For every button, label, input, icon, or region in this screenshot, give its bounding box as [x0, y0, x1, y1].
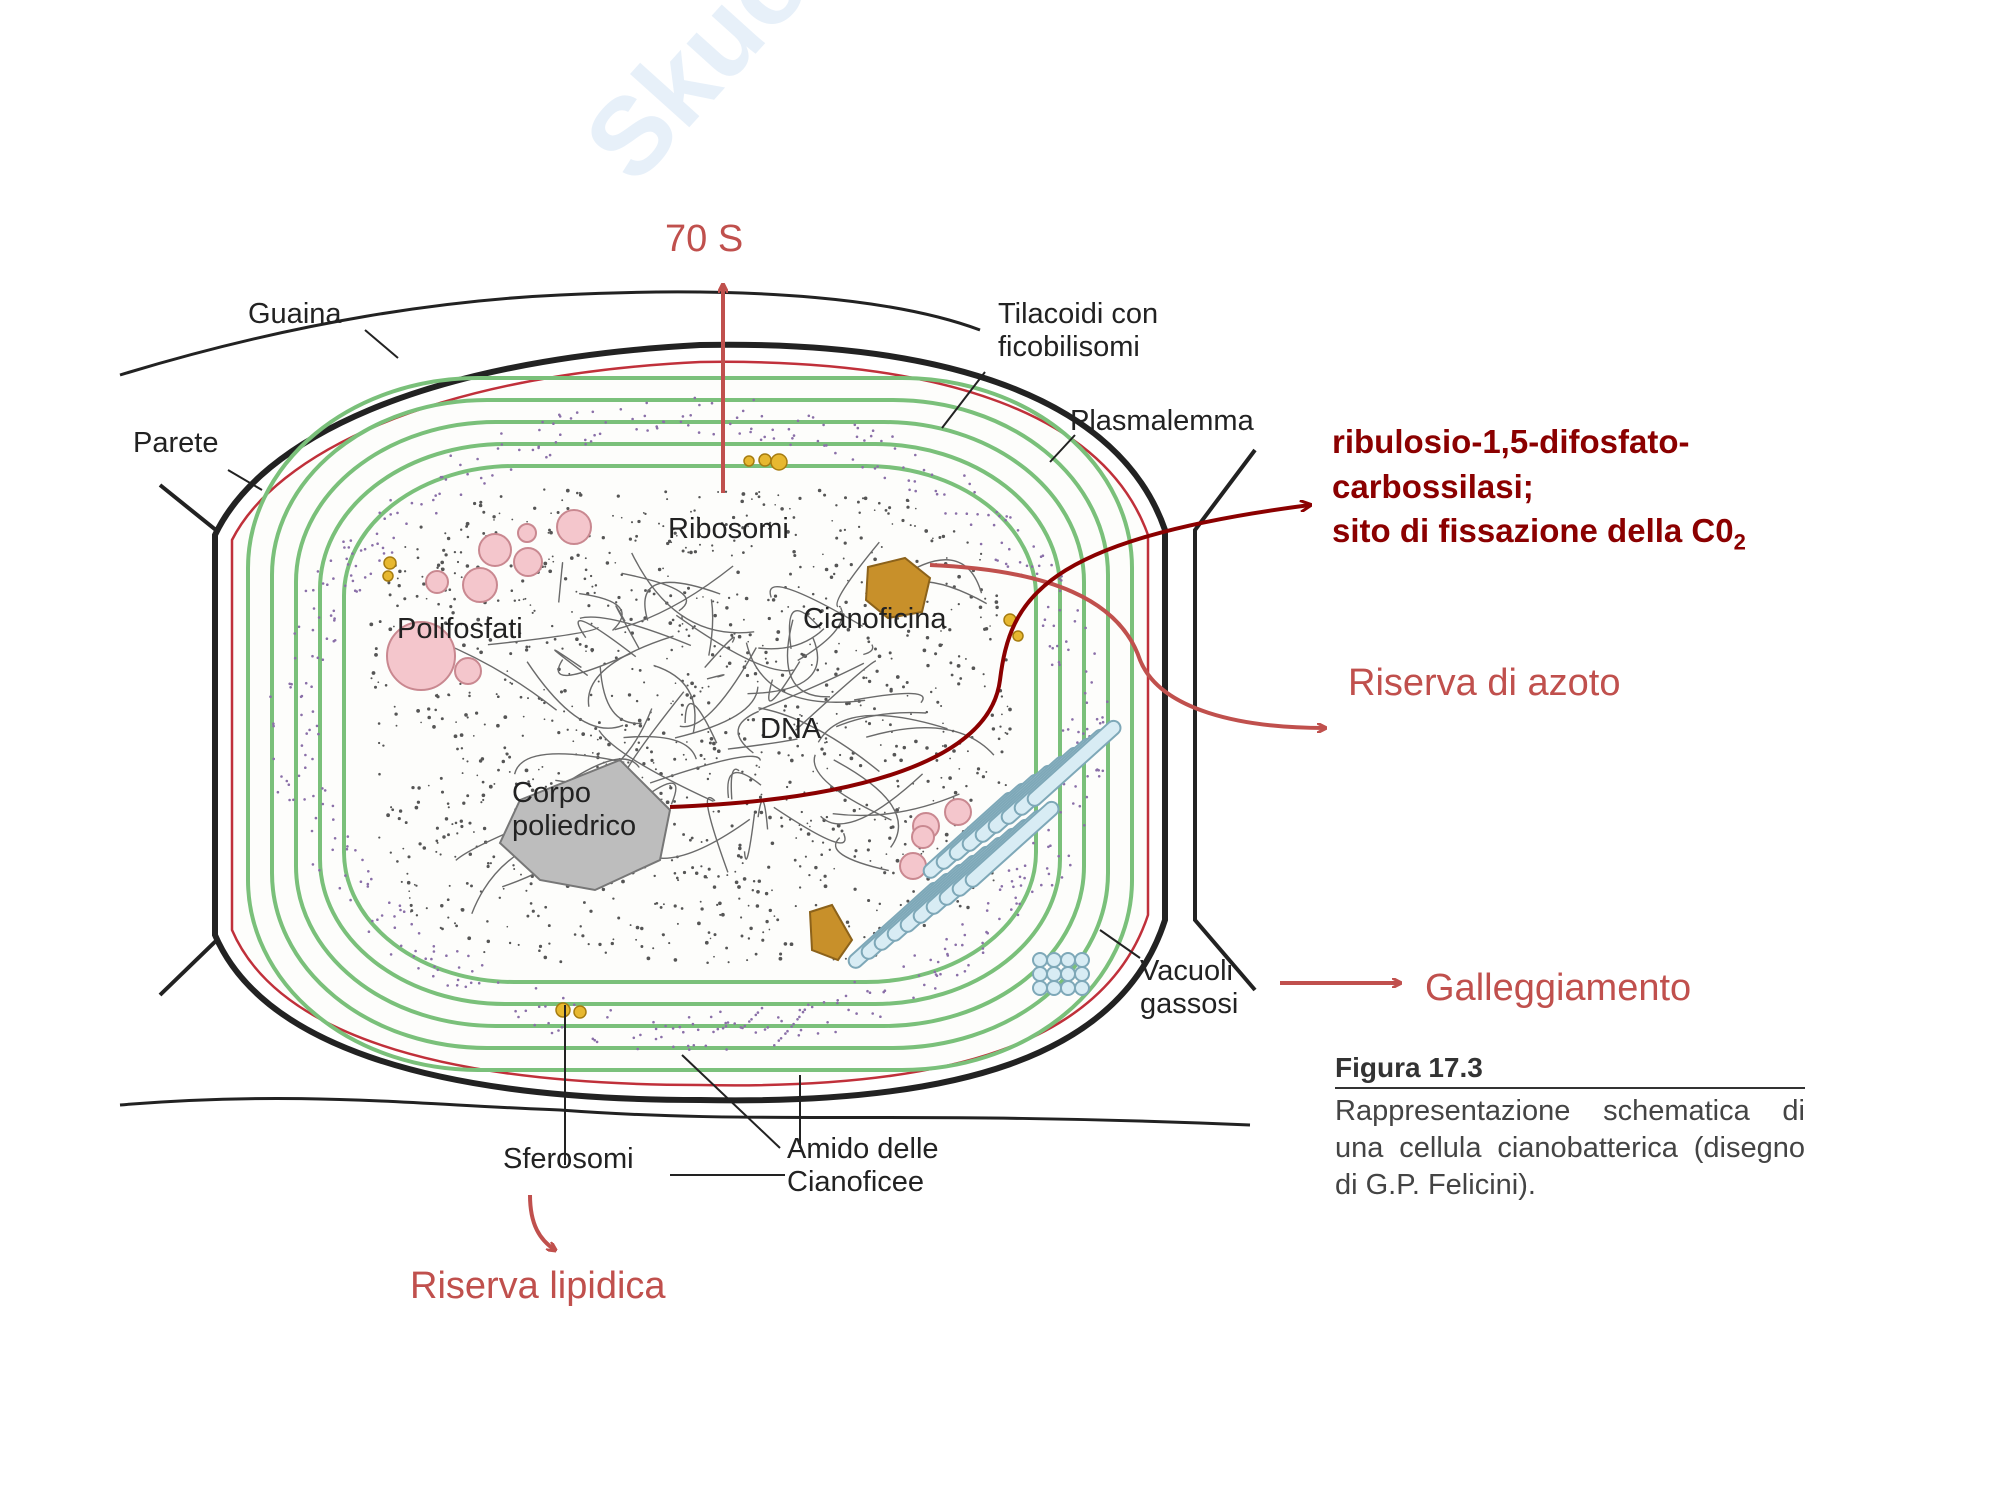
sheath-top — [119, 290, 981, 377]
arrow-riserva-azoto — [929, 563, 1325, 728]
arrow-rubisco — [669, 505, 1310, 809]
annotation-rubisco-line1: ribulosio-1,5-difosfato- — [1332, 423, 1690, 460]
label-sferosomi: Sferosomi — [503, 1143, 634, 1175]
annotation-rubisco: ribulosio-1,5-difosfato- carbossilasi; s… — [1332, 420, 1746, 557]
polyhedral-body — [498, 758, 672, 892]
annotation-riserva-lipidica: Riserva lipidica — [410, 1265, 666, 1307]
label-vacuoli-gassosi: Vacuoli gassosi — [1140, 955, 1239, 1021]
annotation-riserva-azoto: Riserva di azoto — [1348, 662, 1621, 704]
spherosomes — [382, 453, 1024, 1019]
label-polifosfati: Polifosfati — [397, 613, 523, 645]
annotation-arrows — [528, 285, 1400, 1250]
caption-text: Rappresentazione schematica di una cellu… — [1335, 1095, 1805, 1202]
gas-vacuoles — [847, 719, 1122, 996]
label-tilacoidi: Tilacoidi con ficobilisomi — [998, 298, 1159, 364]
annotation-rubisco-line2: carbossilasi; — [1332, 467, 1534, 505]
arrow-riserva-lipidica — [528, 1194, 555, 1250]
sheath-bottom — [119, 1097, 1251, 1127]
label-corpo-poliedrico: Corpo poliedrico — [512, 777, 637, 843]
label-cianoficina: Cianoficina — [803, 603, 947, 635]
label-ribosomi: Ribosomi — [668, 513, 789, 545]
leader-lines — [227, 329, 1141, 1176]
annotation-rubisco-line3: sito di fissazione della C02 — [1332, 512, 1746, 555]
co2-subscript: 2 — [1733, 529, 1746, 555]
cyanophycin-granule-2 — [808, 903, 854, 962]
polyphosphate-granules — [386, 509, 972, 880]
caption-title: Figura 17.3 — [1335, 1052, 1483, 1083]
annotation-70s: 70 S — [665, 218, 744, 260]
label-amido: Amido delle Cianoficee — [787, 1133, 939, 1199]
label-plasmalemma: Plasmalemma — [1070, 405, 1254, 437]
label-guaina: Guaina — [248, 298, 342, 330]
caption-rule — [1335, 1087, 1805, 1089]
annotation-galleggiamento: Galleggiamento — [1425, 967, 1692, 1009]
label-dna: DNA — [760, 713, 822, 745]
wall-right-neighbour — [1193, 448, 1257, 992]
cyanophycin-granule-1 — [864, 556, 932, 620]
plasmalemma — [230, 360, 1150, 1087]
label-parete: Parete — [133, 427, 219, 459]
